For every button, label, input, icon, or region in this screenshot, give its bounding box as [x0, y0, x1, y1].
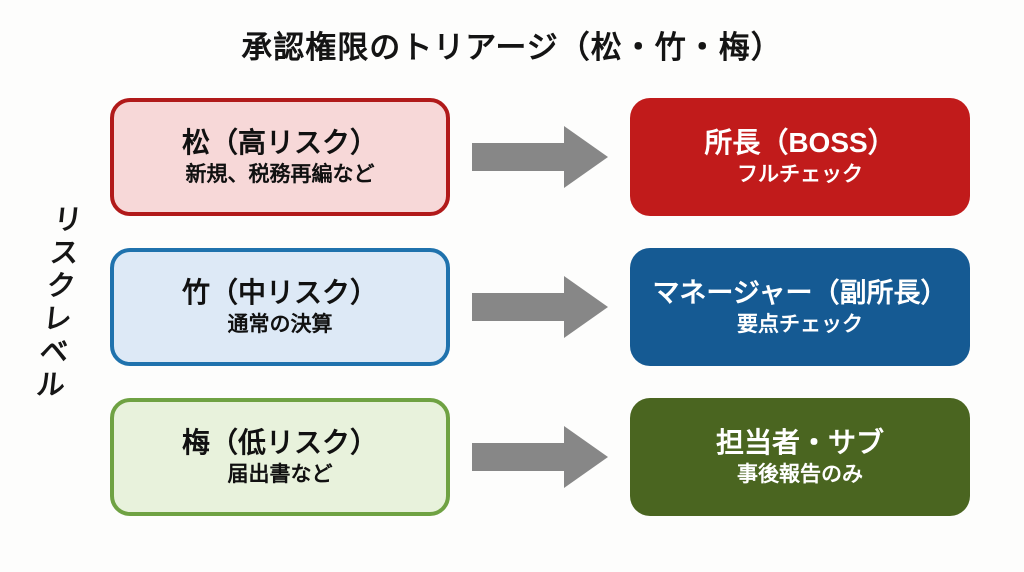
risk-box-ume: 梅（低リスク） 届出書など [110, 398, 450, 516]
approver-box-boss: 所長（BOSS） フルチェック [630, 98, 970, 216]
risk-box-title: 松（高リスク） [181, 127, 378, 158]
approver-box-title: 担当者・サブ [715, 427, 884, 458]
arrow-head [564, 276, 608, 338]
risk-box-title: 竹（中リスク） [181, 277, 378, 308]
page-title: 承認権限のトリアージ（松・竹・梅） [241, 30, 783, 65]
triage-row-take: 竹（中リスク） 通常の決算 マネージャー（副所長） 要点チェック [0, 248, 1024, 366]
arrow-shaft [472, 143, 564, 171]
risk-box-take: 竹（中リスク） 通常の決算 [110, 248, 450, 366]
risk-box-subtitle: 新規、税務再編など [185, 163, 375, 186]
approver-box-subtitle: フルチェック [737, 163, 863, 186]
risk-box-matsu: 松（高リスク） 新規、税務再編など [110, 98, 450, 216]
right-arrow-icon [472, 426, 608, 488]
risk-box-subtitle: 通常の決算 [227, 313, 333, 336]
arrow-head [564, 426, 608, 488]
approver-box-title: マネージャー（副所長） [652, 277, 948, 308]
arrow-head [564, 126, 608, 188]
approver-box-subtitle: 事後報告のみ [737, 463, 863, 486]
approver-box-subtitle: 要点チェック [737, 312, 863, 336]
arrow-shaft [472, 443, 564, 471]
triage-row-ume: 梅（低リスク） 届出書など 担当者・サブ 事後報告のみ [0, 398, 1024, 516]
approver-box-title: 所長（BOSS） [704, 127, 896, 158]
right-arrow-icon [472, 126, 608, 188]
approver-box-staff: 担当者・サブ 事後報告のみ [630, 398, 970, 516]
triage-row-matsu: 松（高リスク） 新規、税務再編など 所長（BOSS） フルチェック [0, 98, 1024, 216]
risk-box-subtitle: 届出書など [227, 463, 333, 486]
risk-box-title: 梅（低リスク） [181, 427, 378, 458]
right-arrow-icon [472, 276, 608, 338]
approver-box-manager: マネージャー（副所長） 要点チェック [630, 248, 970, 366]
arrow-shaft [472, 293, 564, 321]
